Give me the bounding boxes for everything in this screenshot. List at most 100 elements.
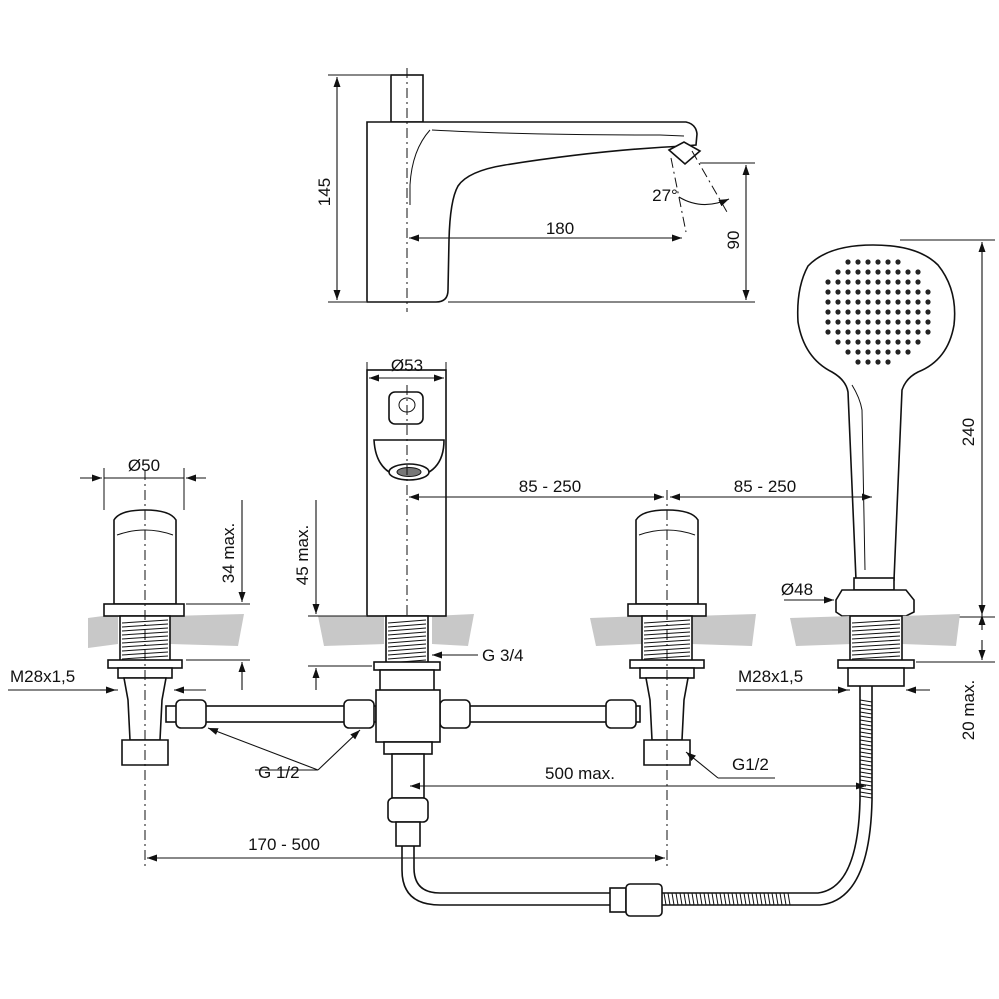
nozzle-dot [925, 289, 931, 295]
nozzle-dot [915, 329, 921, 335]
nozzle-dot [905, 299, 911, 305]
nozzle-dot [905, 289, 911, 295]
hose-rib [859, 767, 873, 771]
thread-line [387, 639, 427, 644]
nozzle-dot [905, 349, 911, 355]
nozzle-dot [855, 259, 861, 265]
nozzle-dot [875, 359, 881, 365]
nozzle-dot [925, 329, 931, 335]
nozzle-dot [885, 299, 891, 305]
handshower-thread-label: M28x1,5 [738, 667, 803, 686]
hose-rib [859, 735, 873, 739]
thread-line [121, 627, 169, 632]
nozzle-dot [835, 319, 841, 325]
thread-line [387, 651, 427, 656]
nozzle-dot [885, 339, 891, 345]
nozzle-dot [905, 339, 911, 345]
nozzle-dot [875, 289, 881, 295]
nozzle-dot [865, 299, 871, 305]
hose-rib [743, 892, 747, 906]
nozzle-dot [895, 259, 901, 265]
center-diameter-dimension: Ø53 [366, 356, 447, 390]
spout-reach-label: 180 [546, 219, 574, 238]
deck-sections [88, 614, 960, 648]
shower-nozzles [825, 259, 931, 365]
nozzle-dot [875, 349, 881, 355]
nozzle-dot [875, 329, 881, 335]
nozzle-dot [855, 349, 861, 355]
hose-rib [695, 892, 699, 906]
hose-rib [859, 775, 873, 779]
thread-line [387, 627, 427, 632]
nozzle-dot [885, 269, 891, 275]
valve-to-handshower-dimension: 85 - 250 [670, 477, 872, 501]
left-valve-height-label: 34 max. [219, 523, 238, 583]
hose-rib [859, 787, 873, 791]
right-connection-label: G1/2 [732, 755, 769, 774]
hose-rib [671, 892, 675, 906]
hose-rib [687, 892, 691, 906]
right-connection-callout: G1/2 [685, 751, 775, 779]
nozzle-dot [845, 309, 851, 315]
thread-line [121, 647, 169, 652]
nozzle-dot [865, 319, 871, 325]
thread-line [643, 647, 691, 652]
hose-rib [859, 739, 873, 743]
thread-line [851, 655, 901, 660]
spout-outlet-label: 90 [724, 231, 743, 250]
nozzle-dot [915, 279, 921, 285]
thread-line [121, 639, 169, 644]
nozzle-dot [855, 269, 861, 275]
hose-length-dimension: 500 max. [410, 764, 866, 790]
nozzle-dot [885, 349, 891, 355]
nozzle-dot [885, 279, 891, 285]
center-spout-body [366, 369, 447, 693]
hose-rib [723, 892, 727, 906]
nozzle-dot [835, 299, 841, 305]
nozzle-dot [915, 299, 921, 305]
nozzle-dot [825, 329, 831, 335]
nozzle-dot [825, 279, 831, 285]
thread-line [851, 639, 901, 644]
nozzle-dot [875, 339, 881, 345]
right-valve [627, 490, 707, 870]
nozzle-dot [895, 299, 901, 305]
nozzle-dot [905, 279, 911, 285]
nozzle-dot [875, 269, 881, 275]
nozzle-dot [835, 309, 841, 315]
nozzle-dot [875, 319, 881, 325]
hose-rib [771, 892, 775, 906]
hose-rib [859, 791, 873, 795]
hose-rib [775, 892, 779, 906]
thread-line [387, 655, 427, 660]
hose-rib [859, 727, 873, 731]
hose-rib [759, 892, 763, 906]
nozzle-dot [865, 259, 871, 265]
spout-outlet-dimension: 90 [448, 162, 755, 303]
thread-line [387, 643, 427, 648]
nozzle-dot [875, 279, 881, 285]
hose-rib [859, 711, 873, 715]
hose-rib [859, 795, 873, 799]
nozzle-dot [845, 279, 851, 285]
hose-length-label: 500 max. [545, 764, 615, 783]
nozzle-dot [905, 319, 911, 325]
nozzle-dot [925, 309, 931, 315]
supply-pipes [165, 689, 641, 847]
hose-rib [859, 731, 873, 735]
hose-rib [683, 892, 687, 906]
thread-line [387, 647, 427, 652]
hose-rib [691, 892, 695, 906]
hose-rib [663, 892, 667, 906]
thread-line [851, 631, 901, 636]
nozzle-dot [865, 269, 871, 275]
hose-rib [667, 892, 671, 906]
nozzle-dot [835, 279, 841, 285]
hose-rib [859, 723, 873, 727]
nozzle-dot [895, 319, 901, 325]
hose-rib [859, 707, 873, 711]
thread-line [121, 619, 169, 624]
hose-rib [703, 892, 707, 906]
thread-line [643, 619, 691, 624]
nozzle-dot [895, 269, 901, 275]
